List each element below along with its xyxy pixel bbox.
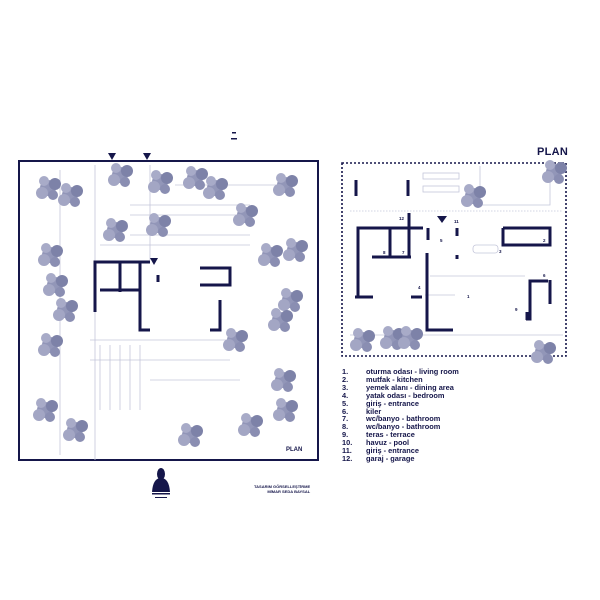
room-label: 2	[543, 238, 546, 243]
legend-text: yatak odası - bedroom	[366, 390, 445, 400]
legend-text: yemek alanı - dining area	[366, 382, 454, 392]
trees	[350, 160, 567, 364]
legend-item: 11. giriş - entrance	[342, 447, 459, 455]
legend-number: 5.	[342, 398, 349, 408]
credits: TASARIM GÖRSELLEŞTİRME MİMAR SEDA BAYSAL	[254, 484, 310, 494]
plan-title: PLAN	[537, 146, 569, 158]
site-plan-title: PLAN	[286, 447, 303, 453]
room-legend: 1. oturma odası - living room 2. mutfak - …	[342, 368, 459, 463]
building-walls	[93, 260, 232, 332]
architect-logo	[152, 468, 170, 498]
legend-item: 2. mutfak - kitchen	[342, 376, 459, 384]
room-label: 11	[454, 219, 459, 224]
legend-number: 4.	[342, 390, 349, 400]
room-label: 8	[383, 250, 386, 255]
legend-number: 7.	[342, 414, 349, 424]
legend-item: 8. wc/banyo - bathroom	[342, 423, 459, 431]
credit-line-2: MİMAR SEDA BAYSAL	[267, 489, 311, 494]
legend-item: 5. giriş - entrance	[342, 398, 459, 408]
room-label: 3	[499, 249, 502, 254]
legend-item: 4. yatak odası - bedroom	[342, 390, 459, 400]
room-label: 12	[399, 216, 405, 221]
entrance-arrow-icon	[143, 153, 151, 160]
legend-text: giriş - entrance	[366, 398, 419, 408]
legend-item: 7. wc/banyo - bathroom	[342, 415, 459, 423]
room-label: 9	[515, 307, 518, 312]
room-label: 6	[543, 273, 546, 278]
room-label: 5	[440, 238, 443, 243]
legend-text: teras - terrace	[366, 430, 415, 440]
legend-number: 3.	[342, 382, 349, 392]
legend-item: 6. kiler	[342, 406, 459, 416]
credit-line-1: TASARIM GÖRSELLEŞTİRME	[254, 484, 311, 489]
legend-number: 11.	[342, 446, 352, 456]
legend-number: 9.	[342, 430, 349, 440]
legend-text: oturma odası - living room	[366, 367, 459, 376]
legend-text: wc/banyo - bathroom	[366, 414, 441, 424]
floor-plan-walls	[354, 180, 552, 332]
legend-number: 1.	[342, 367, 349, 376]
legend-text: havuz - pool	[366, 438, 410, 448]
floor-plan	[341, 160, 567, 364]
legend-item: 3. yemek alanı - dining area	[342, 382, 459, 392]
room-label: 1	[467, 294, 470, 299]
room-label: 7	[402, 250, 405, 255]
legend-number: 12.	[342, 453, 353, 463]
entrance-arrow-icon	[108, 153, 116, 160]
legend-item: 10. havuz - pool	[342, 439, 459, 447]
legend-item: 12. garaj - garage	[342, 455, 459, 463]
legend-text: garaj - garage	[366, 453, 415, 463]
legend-number: 8.	[342, 422, 349, 432]
room-label: 4	[418, 285, 421, 290]
legend-number: 2.	[342, 374, 349, 384]
entrance-arrow-icon	[437, 216, 447, 223]
legend-number: 10.	[342, 438, 353, 448]
site-plan	[18, 132, 319, 461]
legend-item: 9. teras - terrace	[342, 431, 459, 439]
trees	[33, 163, 308, 447]
legend-item: 1. oturma odası - living room	[342, 368, 459, 376]
entrance-arrow-icon	[150, 258, 158, 265]
legend-text: kiler	[366, 406, 382, 416]
legend-number: 6.	[342, 406, 349, 416]
legend-text: mutfak - kitchen	[366, 374, 423, 384]
legend-text: wc/banyo - bathroom	[366, 422, 441, 432]
north-mark	[231, 132, 237, 140]
legend-text: giriş - entrance	[366, 446, 419, 456]
